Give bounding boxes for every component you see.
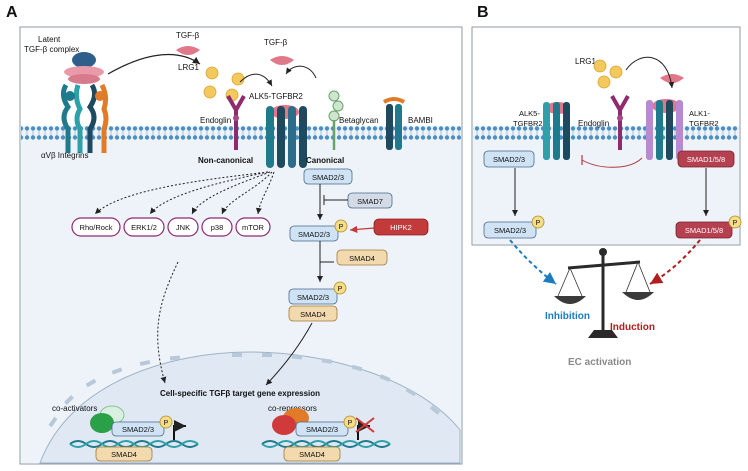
smad23-box-b: SMAD2/3	[483, 150, 535, 168]
bambi-receptor	[382, 97, 406, 150]
lrg1-label-a: LRG1	[178, 63, 199, 72]
hipk2-arrow	[349, 225, 375, 233]
latent-label-2: TGF-β complex	[24, 45, 79, 54]
endoglin-label-a: Endoglin	[200, 116, 231, 125]
svg-text:SMAD1/5/8: SMAD1/5/8	[685, 226, 723, 235]
smad158-box-b: SMAD1/5/8	[677, 150, 735, 168]
svg-text:Rho/Rock: Rho/Rock	[80, 223, 113, 232]
alk5-tgfbr2-receptor-a	[266, 105, 307, 168]
svg-text:SMAD4: SMAD4	[111, 450, 137, 459]
svg-text:SMAD4: SMAD4	[349, 254, 375, 263]
lrg1-binding-arrow	[239, 73, 273, 87]
inhibition-arrow	[509, 239, 557, 285]
hipk2-box: HIPK2	[373, 218, 429, 236]
kinase-jnk: JNK	[167, 217, 199, 237]
smad7-box: SMAD7	[347, 192, 393, 209]
alk5-tgfbr2-label-a: ALK5-TGFBR2	[249, 92, 303, 101]
ec-activation-label: EC activation	[568, 357, 631, 368]
svg-text:p38: p38	[211, 223, 224, 232]
svg-text:SMAD1/5/8: SMAD1/5/8	[687, 155, 725, 164]
svg-text:HIPK2: HIPK2	[390, 223, 412, 232]
kinase-rho-rock: Rho/Rock	[71, 217, 121, 237]
smad7-inhibition	[323, 195, 348, 205]
latent-label-1: Latent	[38, 35, 61, 44]
smad158-p-box-b: SMAD1/5/8 P	[675, 215, 742, 239]
alk5-label-b-2: TGFBR2	[513, 119, 543, 128]
membrane-b	[473, 126, 739, 140]
lrg1-molecules-a	[203, 66, 245, 102]
membrane-a	[21, 126, 461, 140]
svg-text:SMAD2/3: SMAD2/3	[312, 173, 344, 182]
tgfb-left-ligand	[176, 46, 200, 55]
svg-text:SMAD7: SMAD7	[357, 197, 383, 206]
svg-text:P: P	[164, 420, 169, 427]
co-repressor-complex: SMAD2/3 P SMAD4	[261, 408, 391, 462]
svg-text:SMAD2/3: SMAD2/3	[298, 230, 330, 239]
kinase-mtor: mTOR	[235, 217, 271, 237]
co-activator-complex: SMAD2/3 P SMAD4	[69, 405, 199, 462]
alk1-label-b-1: ALK1-	[689, 109, 710, 118]
integrin-receptors	[60, 83, 109, 153]
tgfb-ligand-b	[660, 74, 684, 83]
betaglycan-label: Betaglycan	[339, 116, 379, 125]
latent-tgfb-complex	[64, 52, 104, 84]
svg-text:SMAD2/3: SMAD2/3	[306, 425, 338, 434]
lrg1-binding-arrow-b	[625, 56, 675, 89]
tgfb-binding-arrow	[285, 65, 317, 79]
target-expression-label: Cell-specific TGFβ target gene expressio…	[160, 389, 320, 398]
lrg1-label-b: LRG1	[575, 57, 596, 66]
tgfb-right-ligand	[270, 56, 294, 65]
svg-text:SMAD4: SMAD4	[299, 450, 325, 459]
induction-label: Induction	[610, 322, 655, 333]
smad23-box-a: SMAD2/3	[303, 168, 353, 185]
nuclear-pores	[48, 353, 441, 428]
non-canonical-arrows	[94, 171, 275, 384]
alk1-label-b-2: TGFBR2	[689, 119, 719, 128]
alk5-tgfbr2-receptor-b	[543, 102, 570, 160]
integrins-label: αVβ Integrins	[41, 151, 88, 160]
bambi-label: BAMBI	[408, 116, 433, 125]
canonical-label: Canonical	[306, 156, 344, 165]
nuclear-import-arrow	[265, 322, 313, 386]
smad-complex-a: SMAD2/3 P SMAD4	[288, 281, 347, 322]
lrg1-molecules-b	[593, 59, 623, 89]
alk1-tgfbr2-receptor-b	[646, 99, 683, 160]
alk5-label-b-1: ALK5-	[519, 109, 540, 118]
svg-text:ERK1/2: ERK1/2	[131, 223, 157, 232]
svg-text:SMAD2/3: SMAD2/3	[493, 155, 525, 164]
betaglycan-receptor	[328, 90, 344, 150]
svg-text:mTOR: mTOR	[242, 223, 265, 232]
endoglin-label-b: Endoglin	[578, 119, 609, 128]
tgfb-right-label: TGF-β	[264, 38, 288, 47]
tgfb-left-label: TGF-β	[176, 31, 200, 40]
smad23-p-box-b: SMAD2/3 P	[483, 215, 545, 239]
smad4-box-free: SMAD4	[336, 249, 388, 266]
kinase-erk: ERK1/2	[123, 217, 165, 237]
svg-text:SMAD2/3: SMAD2/3	[494, 226, 526, 235]
alk1-inhibits-alk5	[581, 157, 643, 168]
panel-a-letter: A	[6, 4, 18, 21]
svg-text:P: P	[338, 286, 343, 293]
balance-scale	[554, 248, 654, 338]
svg-text:P: P	[733, 220, 738, 227]
kinase-p38: p38	[201, 217, 233, 237]
svg-text:P: P	[339, 224, 344, 231]
induction-arrow	[649, 239, 701, 285]
inhibition-label: Inhibition	[545, 311, 590, 322]
smad23-p-box-a: SMAD2/3 P	[289, 219, 348, 242]
release-arrow	[107, 53, 201, 75]
svg-text:P: P	[348, 420, 353, 427]
svg-text:SMAD2/3: SMAD2/3	[122, 425, 154, 434]
endoglin-receptor-b	[610, 95, 630, 150]
panel-b-letter: B	[477, 4, 489, 21]
non-canonical-label: Non-canonical	[198, 156, 253, 165]
svg-text:SMAD4: SMAD4	[300, 310, 326, 319]
endoglin-receptor-a	[226, 95, 246, 150]
svg-text:JNK: JNK	[176, 223, 190, 232]
complex-formation-arrow	[320, 241, 334, 282]
co-activators-label: co-activators	[52, 404, 97, 413]
svg-text:SMAD2/3: SMAD2/3	[297, 293, 329, 302]
svg-text:P: P	[536, 220, 541, 227]
